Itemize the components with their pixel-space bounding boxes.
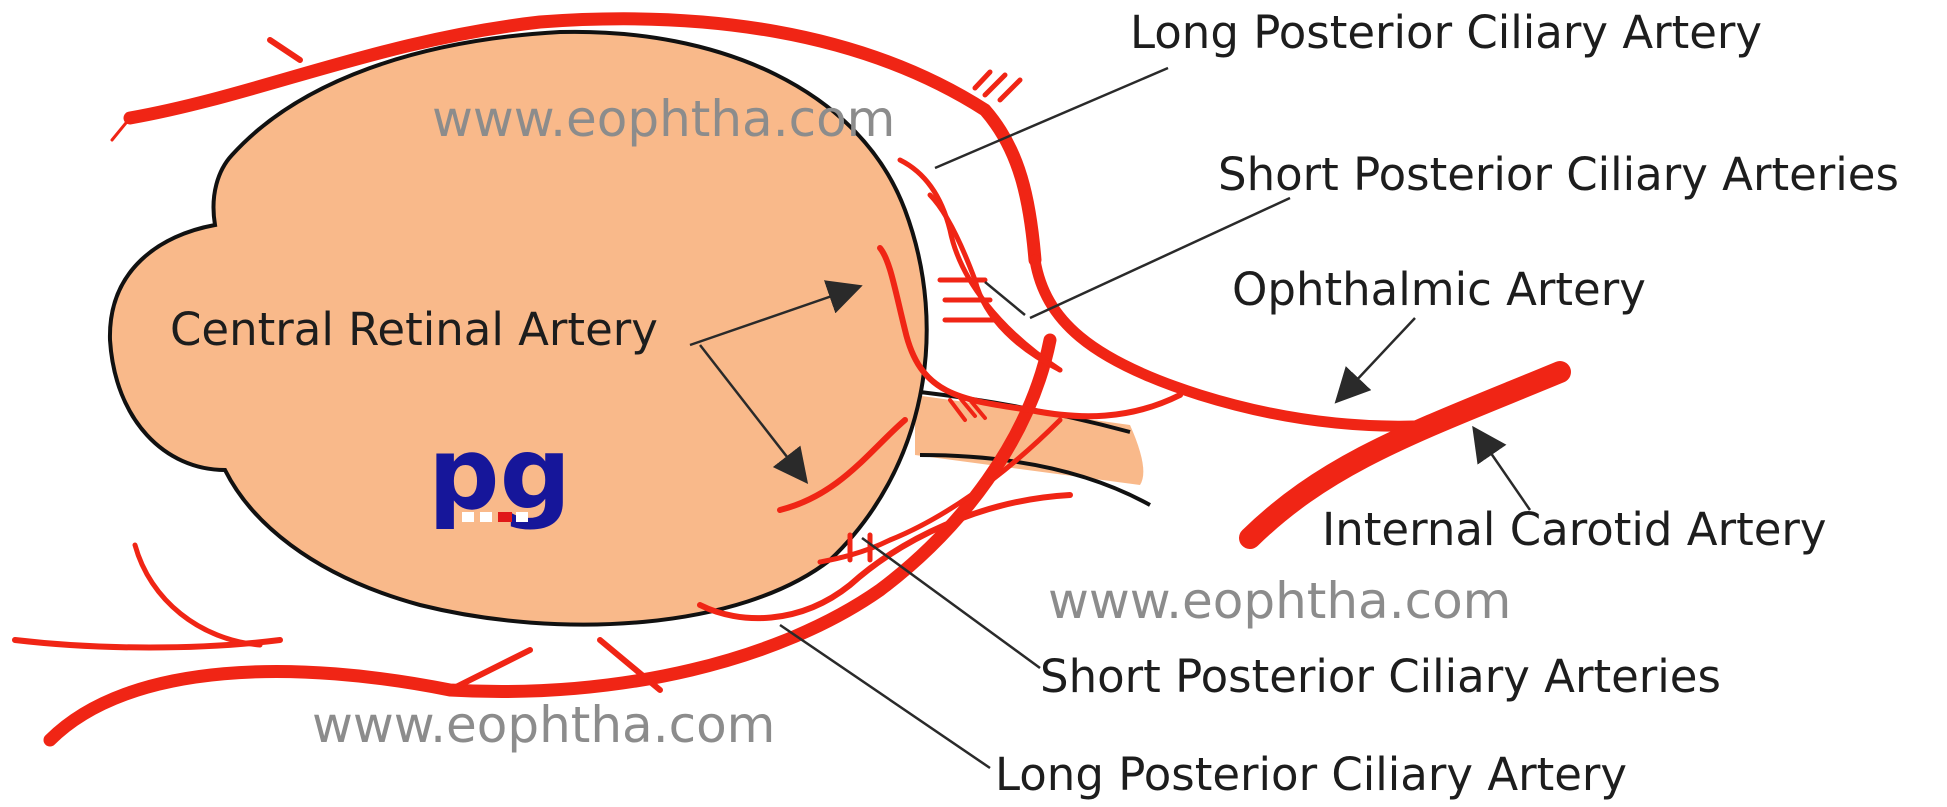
pg-logo: pg (428, 415, 571, 532)
label-central-retinal-artery: Central Retinal Artery (170, 303, 658, 356)
logo-dot-1 (462, 512, 474, 522)
superior-branch (270, 40, 300, 60)
label-long-posterior-ciliary-top: Long Posterior Ciliary Artery (1130, 6, 1762, 59)
watermark-top: www.eophtha.com (432, 90, 895, 148)
inferior-branch-up (450, 650, 530, 690)
leader-ophthalmic (1338, 318, 1415, 400)
watermark-middle-right: www.eophtha.com (1048, 572, 1511, 630)
watermark-bottom-left: www.eophtha.com (312, 696, 775, 754)
leader-long-posterior-ciliary-top (935, 68, 1168, 168)
leader-long-posterior-ciliary-bottom (780, 625, 990, 768)
logo-dot-2 (480, 512, 492, 522)
logo-dot-4 (516, 512, 528, 522)
inferior-branch-hook (135, 545, 260, 645)
logo-dot-3 (498, 512, 512, 522)
leader-internal-carotid (1475, 430, 1530, 510)
label-short-posterior-ciliary-bottom: Short Posterior Ciliary Arteries (1040, 650, 1721, 703)
label-long-posterior-ciliary-bottom: Long Posterior Ciliary Artery (995, 748, 1627, 801)
superior-ticks (975, 72, 1020, 100)
label-internal-carotid-artery: Internal Carotid Artery (1322, 503, 1827, 556)
superior-vessel-tip (112, 118, 130, 140)
leader-short-posterior-ciliary-bottom (862, 538, 1040, 668)
label-ophthalmic-artery: Ophthalmic Artery (1232, 263, 1646, 316)
label-short-posterior-ciliary-top: Short Posterior Ciliary Arteries (1218, 148, 1899, 201)
